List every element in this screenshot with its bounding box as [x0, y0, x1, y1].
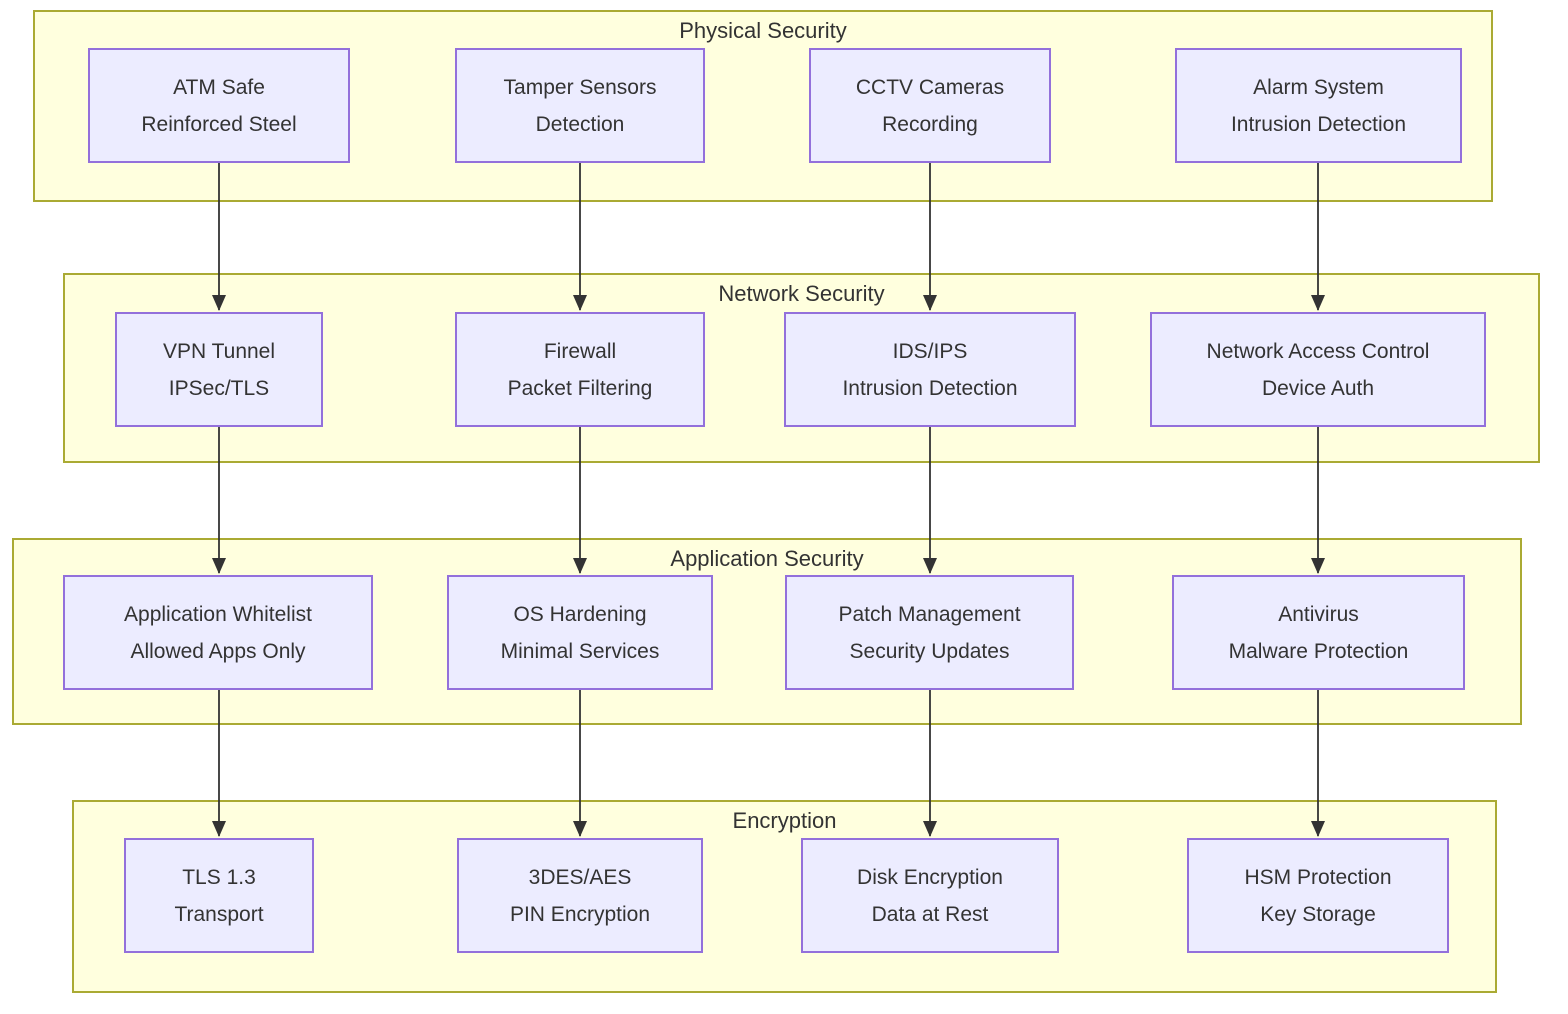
node-label-line1: HSM Protection: [1244, 865, 1392, 889]
node-label-line2: Security Updates: [849, 639, 1010, 663]
node-label-line1: 3DES/AES: [528, 865, 632, 889]
node-label-line2: Malware Protection: [1228, 639, 1409, 663]
band-title-encryption: Encryption: [732, 808, 837, 833]
node-label-line2: Recording: [882, 112, 978, 136]
node-ids-ips: IDS/IPS Intrusion Detection: [784, 312, 1076, 427]
node-tls-1-3: TLS 1.3 Transport: [124, 838, 314, 953]
node-label-line1: Alarm System: [1253, 75, 1384, 99]
band-title-network-security: Network Security: [718, 281, 885, 306]
node-label-line2: Transport: [174, 902, 264, 926]
node-label-line1: Network Access Control: [1206, 339, 1430, 363]
node-label-line2: Allowed Apps Only: [130, 639, 306, 663]
node-label-line1: Patch Management: [838, 602, 1021, 626]
node-disk-encryption: Disk Encryption Data at Rest: [801, 838, 1059, 953]
band-title-application-security: Application Security: [670, 546, 864, 571]
node-label-line1: Disk Encryption: [857, 865, 1003, 889]
node-3des-aes: 3DES/AES PIN Encryption: [457, 838, 703, 953]
node-alarm-system: Alarm System Intrusion Detection: [1175, 48, 1462, 163]
node-vpn-tunnel: VPN Tunnel IPSec/TLS: [115, 312, 323, 427]
node-patch-management: Patch Management Security Updates: [785, 575, 1074, 690]
node-label-line1: Application Whitelist: [124, 602, 312, 626]
node-label-line1: Firewall: [543, 339, 617, 363]
node-label-line2: Packet Filtering: [507, 376, 653, 400]
node-application-whitelist: Application Whitelist Allowed Apps Only: [63, 575, 373, 690]
node-label-line1: CCTV Cameras: [855, 75, 1005, 99]
node-hsm-protection: HSM Protection Key Storage: [1187, 838, 1449, 953]
node-label-line2: Minimal Services: [500, 639, 660, 663]
node-label-line1: VPN Tunnel: [162, 339, 276, 363]
node-label-line2: Detection: [535, 112, 625, 136]
node-label-line1: Tamper Sensors: [503, 75, 657, 99]
node-antivirus: Antivirus Malware Protection: [1172, 575, 1465, 690]
node-tamper-sensors: Tamper Sensors Detection: [455, 48, 705, 163]
node-label-line1: ATM Safe: [173, 75, 265, 99]
node-cctv-cameras: CCTV Cameras Recording: [809, 48, 1051, 163]
node-atm-safe: ATM Safe Reinforced Steel: [88, 48, 350, 163]
node-label-line1: Antivirus: [1278, 602, 1359, 626]
node-firewall: Firewall Packet Filtering: [455, 312, 705, 427]
node-os-hardening: OS Hardening Minimal Services: [447, 575, 713, 690]
node-network-access-control: Network Access Control Device Auth: [1150, 312, 1486, 427]
node-label-line1: OS Hardening: [513, 602, 647, 626]
node-label-line1: IDS/IPS: [892, 339, 968, 363]
band-title-physical-security: Physical Security: [679, 18, 847, 43]
node-label-line2: Key Storage: [1260, 902, 1376, 926]
node-label-line2: Reinforced Steel: [141, 112, 297, 136]
node-label-line2: Intrusion Detection: [1230, 112, 1407, 136]
node-label-line2: PIN Encryption: [509, 902, 651, 926]
node-label-line1: TLS 1.3: [182, 865, 256, 889]
node-label-line2: Device Auth: [1261, 376, 1375, 400]
node-label-line2: Intrusion Detection: [842, 376, 1018, 400]
node-label-line2: IPSec/TLS: [168, 376, 270, 400]
node-label-line2: Data at Rest: [871, 902, 989, 926]
